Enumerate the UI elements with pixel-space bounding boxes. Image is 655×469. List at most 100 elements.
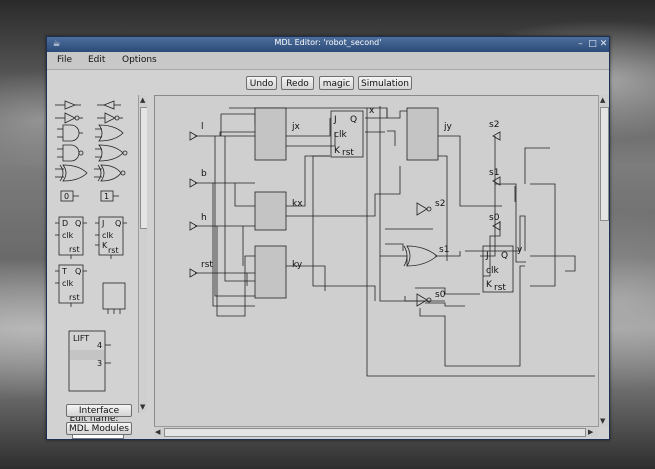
- jx-block[interactable]: [254, 107, 287, 161]
- signal-s0-out-label: s0: [489, 213, 500, 223]
- input-h-label: h: [201, 213, 207, 223]
- or-gate-icon[interactable]: [95, 124, 124, 142]
- scroll-up-icon[interactable]: ▲: [600, 96, 606, 104]
- ffx-j-label: J: [333, 115, 337, 125]
- block-kx-label: kx: [292, 199, 303, 209]
- input-l-label: l: [201, 122, 204, 132]
- ffx-k-label: K: [334, 146, 341, 156]
- module-block-icon[interactable]: [102, 282, 126, 314]
- signal-y-label: y: [517, 245, 523, 255]
- minimize-icon[interactable]: –: [578, 39, 583, 49]
- circuit-canvas[interactable]: l b h rst jx kx ky jy J Q clk K rst J Q …: [154, 95, 599, 427]
- signal-s2-label: s2: [435, 199, 445, 209]
- ffx-q-label: Q: [350, 115, 357, 125]
- jk-j-label: J: [101, 219, 104, 228]
- xor-gate[interactable]: [403, 245, 438, 267]
- jk-rst-label: rst: [108, 246, 119, 255]
- input-b-label: b: [201, 169, 207, 179]
- jk-flipflop-icon[interactable]: [95, 216, 127, 259]
- ffx-rst-label: rst: [342, 148, 354, 158]
- jk-clk-label: clk: [102, 231, 114, 240]
- block-ky-label: ky: [292, 260, 303, 270]
- jk-k-label: K: [102, 241, 108, 250]
- ffx-clk-label: clk: [334, 130, 347, 140]
- menu-edit[interactable]: Edit: [88, 55, 106, 65]
- dff-clk-label: clk: [62, 231, 74, 240]
- java-app-icon[interactable]: ☕: [52, 39, 61, 49]
- buffer-gate-reverse-icon[interactable]: [97, 100, 121, 110]
- block-jx-label: jx: [291, 122, 301, 132]
- buffer-gate-icon[interactable]: [55, 100, 81, 110]
- and-gate-icon[interactable]: [57, 124, 83, 142]
- nand-gate-icon[interactable]: [57, 144, 84, 162]
- scroll-up-icon[interactable]: ▲: [140, 96, 146, 104]
- ky-block[interactable]: [254, 245, 287, 299]
- ffy-clk-label: clk: [486, 266, 499, 276]
- mdl-editor-window: ☕ MDL Editor: 'robot_second' – □ ✕ File …: [46, 36, 610, 440]
- const-1-label: 1: [104, 192, 109, 201]
- lift-pin-4: 4: [97, 341, 102, 350]
- xnor-gate-icon[interactable]: [94, 164, 126, 182]
- palette-components: 0 1 D Q clk rst J Q clk K rst T Q clk rs…: [55, 100, 128, 392]
- dff-q-label: Q: [75, 219, 81, 228]
- menu-options[interactable]: Options: [122, 55, 157, 65]
- canvas-horizontal-scrollbar[interactable]: ◀ ▶: [154, 426, 598, 437]
- close-icon[interactable]: ✕: [599, 39, 608, 49]
- tff-rst-label: rst: [69, 293, 80, 302]
- menu-file[interactable]: File: [57, 55, 73, 65]
- const-0-icon[interactable]: [60, 190, 79, 202]
- redo-button[interactable]: Redo: [281, 76, 314, 90]
- signal-s1-out-label: s1: [489, 168, 499, 178]
- scroll-left-icon[interactable]: ◀: [155, 428, 161, 436]
- scroll-right-icon[interactable]: ▶: [588, 428, 594, 436]
- edit-name-label: Edit name:: [69, 414, 119, 424]
- signal-s2-out-label: s2: [489, 120, 499, 130]
- tff-clk-label: clk: [62, 279, 74, 288]
- nor-gate-icon[interactable]: [95, 144, 128, 162]
- block-jy-label: jy: [443, 122, 453, 132]
- dff-rst-label: rst: [69, 245, 80, 254]
- canvas-vertical-scrollbar[interactable]: ▲ ▼: [598, 95, 609, 427]
- t-flipflop-icon[interactable]: [55, 264, 87, 307]
- d-flipflop-icon[interactable]: [55, 216, 87, 259]
- maximize-icon[interactable]: □: [588, 39, 597, 49]
- mdl-modules-button[interactable]: MDL Modules: [66, 422, 132, 435]
- jk-flipflop-x[interactable]: [330, 110, 364, 158]
- toolbar: Undo Redo magic Simulation: [47, 70, 609, 92]
- not-gate-reverse-icon[interactable]: [97, 112, 123, 124]
- ffy-j-label: J: [485, 251, 489, 261]
- undo-button[interactable]: Undo: [246, 76, 277, 90]
- palette-scrollbar[interactable]: ▲ ▼: [138, 95, 147, 413]
- interface-button[interactable]: Interface: [66, 404, 132, 417]
- lift-pin-3: 3: [97, 359, 102, 368]
- kx-block[interactable]: [254, 191, 287, 231]
- tff-t-label: T: [61, 267, 67, 276]
- jy-block[interactable]: [406, 107, 439, 161]
- lift-label: LIFT: [73, 334, 89, 343]
- lift-module-icon[interactable]: [68, 330, 111, 392]
- window-title: MDL Editor: 'robot_second': [274, 38, 382, 47]
- magic-button[interactable]: magic: [319, 76, 354, 90]
- xor-gate-icon[interactable]: [55, 164, 88, 182]
- scroll-down-icon[interactable]: ▼: [600, 417, 606, 425]
- const-0-label: 0: [64, 192, 69, 201]
- ffy-q-label: Q: [501, 251, 508, 261]
- scroll-down-icon[interactable]: ▼: [140, 403, 146, 411]
- not-gate-s2[interactable]: [416, 202, 428, 216]
- title-bar[interactable]: ☕ MDL Editor: 'robot_second' – □ ✕: [47, 37, 609, 52]
- canvas-vscroll-thumb[interactable]: [600, 107, 609, 221]
- palette-scroll-thumb[interactable]: [140, 107, 147, 229]
- circuit-diagram: l b h rst jx kx ky jy J Q clk K rst J Q …: [189, 106, 595, 377]
- not-gate-s0[interactable]: [416, 293, 428, 307]
- jk-flipflop-y[interactable]: [482, 245, 514, 293]
- ffy-rst-label: rst: [494, 283, 506, 293]
- canvas-hscroll-thumb[interactable]: [164, 428, 586, 437]
- menu-bar: File Edit Options: [47, 52, 609, 70]
- dff-d-label: D: [62, 219, 68, 228]
- input-rst-label: rst: [201, 260, 213, 270]
- const-1-icon[interactable]: [100, 190, 119, 202]
- tff-q-label: Q: [75, 267, 81, 276]
- not-gate-icon[interactable]: [55, 112, 83, 124]
- signal-x-label: x: [369, 106, 375, 116]
- simulation-button[interactable]: Simulation: [358, 76, 412, 90]
